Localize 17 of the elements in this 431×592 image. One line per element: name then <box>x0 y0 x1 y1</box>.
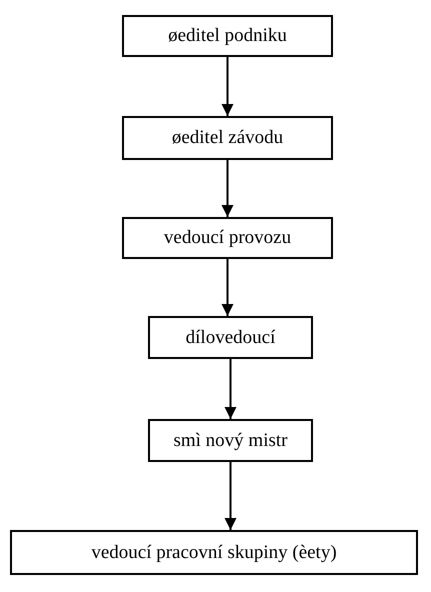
box-label: øeditel závodu <box>172 127 284 149</box>
process-box <box>122 15 333 57</box>
process-box <box>10 530 418 575</box>
arrow <box>222 259 234 316</box>
arrow <box>224 359 236 419</box>
box-label: øeditel podniku <box>168 25 287 47</box>
arrow <box>222 160 234 217</box>
arrow <box>222 57 234 116</box>
box-label: smì nový mistr <box>173 430 288 452</box>
process-box <box>122 217 333 259</box>
box-label: dílovedoucí <box>186 326 276 348</box>
arrow <box>224 462 236 530</box>
process-box <box>122 116 333 160</box>
process-box <box>148 419 313 462</box>
process-box <box>148 316 313 359</box>
box-label: vedoucí pracovní skupiny (èety) <box>91 542 337 564</box>
box-label: vedoucí provozu <box>164 227 292 249</box>
